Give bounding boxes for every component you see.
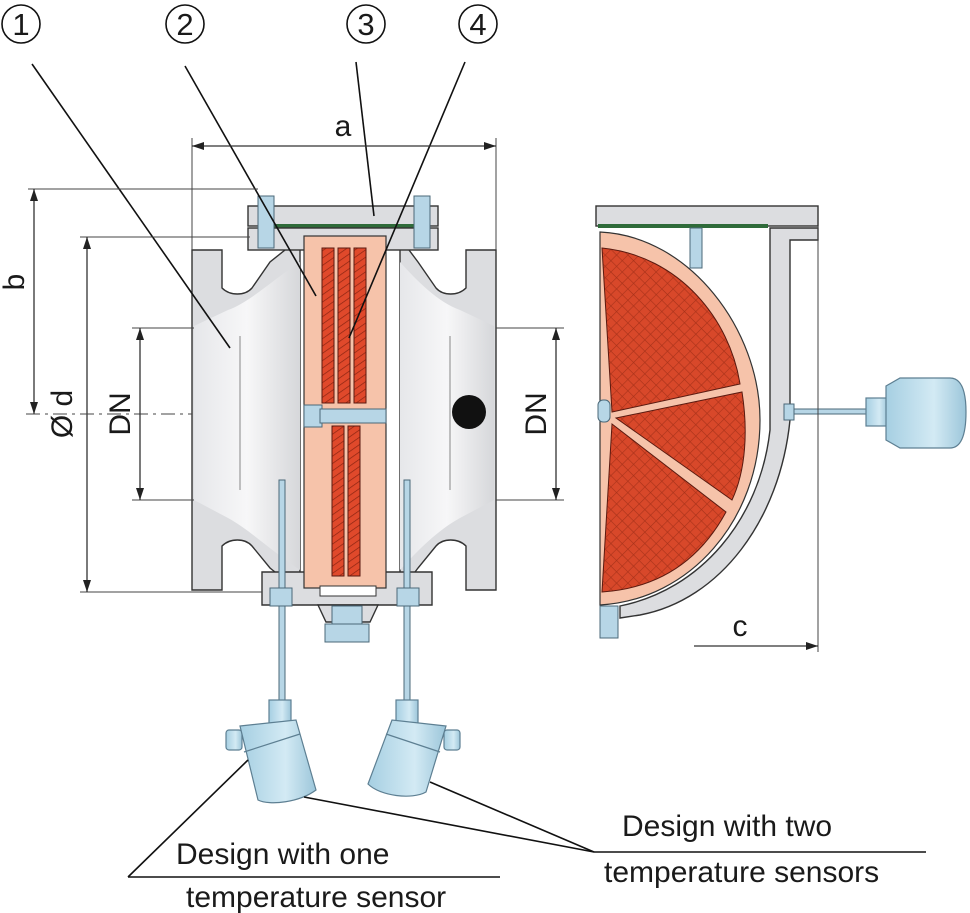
callout-2-label: 2: [176, 7, 193, 42]
dimension-a-label: a: [335, 110, 352, 143]
leader-line-4: [348, 61, 466, 339]
sensor-probes: [269, 479, 420, 701]
dimension-diameter-d: Ø d: [46, 236, 262, 593]
leader-line-3: [355, 61, 375, 217]
dimension-dn-right-label: DN: [520, 392, 553, 435]
callout-3: 3: [346, 4, 386, 44]
temperature-sensor-right: [367, 699, 461, 797]
callout-1-label: 1: [12, 7, 29, 42]
dimension-b-label: b: [0, 274, 31, 291]
dimension-b: b: [0, 188, 258, 414]
housing-cross-section: [191, 195, 497, 643]
caption-one-sensor-line1: Design with one: [176, 838, 389, 871]
dimension-c: c: [694, 226, 819, 652]
side-view-half-section: [595, 205, 967, 639]
callout-3-label: 3: [357, 7, 374, 42]
callout-1: 1: [1, 4, 41, 44]
callout-4: 4: [458, 4, 498, 44]
temperature-sensor-left: [225, 699, 317, 804]
dimension-dn-right: DN: [496, 327, 564, 501]
caption-two-sensors-line1: Design with two: [622, 810, 832, 843]
flame-arrester-element: [303, 235, 387, 597]
dimension-c-label: c: [733, 610, 748, 643]
caption-one-sensor-line2: temperature sensor: [186, 881, 446, 913]
caption-two-sensors-line2: temperature sensors: [604, 856, 879, 889]
callout-4-label: 4: [469, 7, 486, 42]
dimension-dn-left: DN: [104, 327, 194, 501]
dimension-dn-left-label: DN: [104, 392, 137, 435]
callout-2: 2: [165, 4, 205, 44]
flow-direction-dot: [452, 395, 486, 429]
caption-leaders: [127, 759, 926, 878]
leader-line-1: [31, 63, 231, 349]
dimension-a: a: [191, 110, 497, 250]
leader-line-2: [184, 65, 317, 297]
